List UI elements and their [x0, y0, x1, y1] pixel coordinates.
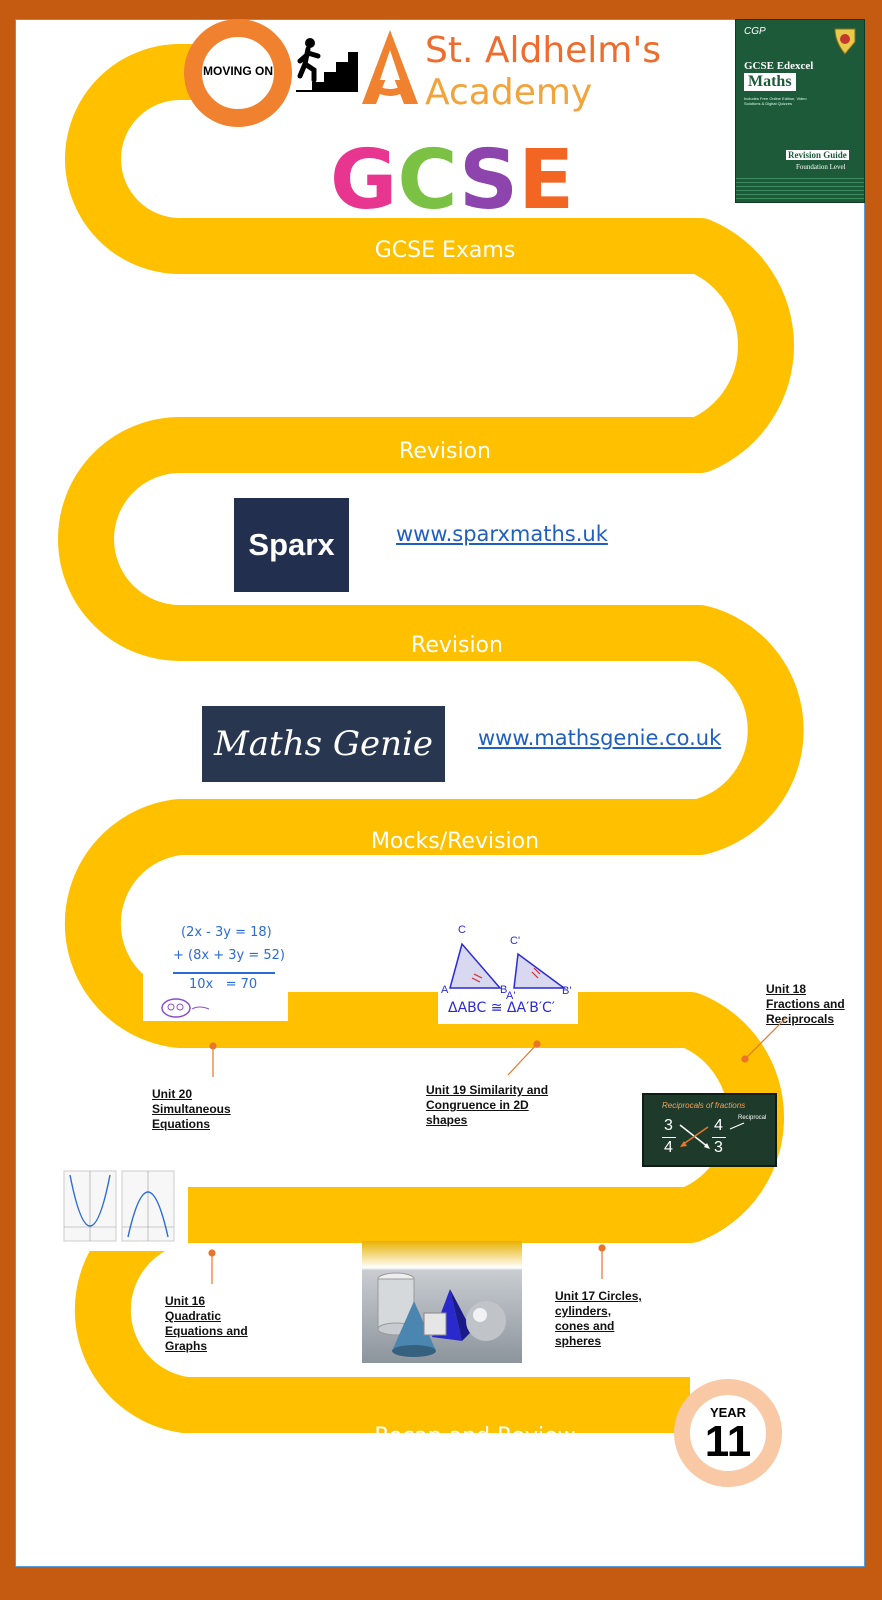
book-guide-label: Revision Guide	[786, 150, 849, 160]
triangle-label-a: A	[441, 984, 449, 996]
reciprocal-title: Reciprocals of fractions	[662, 1101, 746, 1110]
triangle-label-b-prime: B'	[562, 985, 572, 997]
year-11-badge: YEAR 11	[672, 1377, 784, 1489]
sparx-logo: Sparx	[234, 498, 349, 592]
unit-18-line1: Unit 18	[766, 982, 807, 996]
road-label-revision-1: Revision	[399, 439, 491, 464]
3d-shapes-image	[362, 1241, 522, 1363]
gcse-letter-g: G	[330, 133, 398, 228]
reciprocal-arrows-icon	[679, 1122, 745, 1149]
reciprocal-left-bar	[662, 1137, 676, 1138]
unit-19-line3: shapes	[426, 1113, 468, 1127]
reciprocal-right-den: 3	[714, 1139, 723, 1156]
unit-16-label: Unit 16 Quadratic Equations and Graphs	[165, 1294, 248, 1354]
reciprocal-right-num: 4	[714, 1117, 723, 1134]
stairs-climber-icon	[296, 38, 358, 92]
equation-divider	[173, 972, 275, 974]
book-crest-icon	[834, 28, 856, 55]
unit-17-line1: Unit 17 Circles,	[555, 1289, 642, 1303]
reciprocals-chalkboard-image: Reciprocals of fractions Reciprocal 3 4 …	[642, 1093, 777, 1167]
school-name-line1: St. Aldhelm's	[425, 30, 662, 71]
maths-genie-logo-text: Maths Genie	[213, 724, 434, 764]
solid-shapes-icon	[377, 1272, 506, 1357]
year-label: YEAR	[709, 1405, 747, 1420]
unit-18-line3: Reciprocals	[766, 1012, 835, 1026]
doodle-icon	[161, 998, 210, 1018]
book-stripes	[736, 178, 864, 202]
year-badge-ring	[674, 1379, 782, 1487]
maths-genie-logo: Maths Genie	[202, 706, 445, 782]
unit-17-label: Unit 17 Circles, cylinders, cones and sp…	[555, 1289, 642, 1349]
equation-result: 10x = 70	[189, 977, 258, 992]
maths-genie-link[interactable]: www.mathsgenie.co.uk	[478, 726, 722, 750]
reciprocal-tag: Reciprocal	[738, 1115, 767, 1121]
gcse-letter-c: C	[397, 133, 460, 228]
sparx-link[interactable]: www.sparxmaths.uk	[396, 522, 608, 546]
gcse-letter-s: S	[459, 133, 519, 228]
year-number: 11	[704, 1417, 752, 1466]
book-level: Foundation Level	[796, 163, 846, 171]
moving-on-ring	[184, 19, 292, 127]
road-label-mocks: Mocks/Revision	[370, 829, 540, 854]
equation-line1: (2x - 3y = 18)	[181, 925, 272, 940]
academy-logo-icon	[362, 30, 418, 104]
unit-20-line2: Simultaneous	[152, 1102, 231, 1116]
road-label-revision-2: Revision	[411, 633, 503, 658]
congruence-text: ΔABC ≅ ΔA′B′C′	[448, 1000, 555, 1016]
unit-20-label: Unit 20 Simultaneous Equations	[152, 1087, 231, 1132]
unit-17-line2: cylinders,	[555, 1304, 612, 1318]
unit-18-line2: Fractions and	[766, 997, 845, 1011]
reciprocal-left-num: 3	[664, 1117, 673, 1134]
school-name-line2: Academy	[425, 72, 593, 113]
equation-line2: + (8x + 3y = 52)	[173, 948, 285, 963]
moving-on-badge: MOVING ON	[183, 18, 293, 128]
book-title-line1: GCSE Edexcel	[744, 60, 814, 72]
triangle-label-c-prime: C'	[510, 935, 521, 947]
unit-20-line1: Unit 20	[152, 1087, 193, 1101]
unit-18-label: Unit 18 Fractions and Reciprocals	[766, 982, 845, 1027]
unit-16-line4: Graphs	[165, 1339, 208, 1353]
unit-19-line2: Congruence in 2D	[426, 1098, 529, 1112]
gcse-wordmark: GCSE	[330, 140, 574, 222]
triangle-label-b: B	[500, 984, 508, 996]
congruence-image: C A B C' A' B' ΔABC ≅ ΔA′B′C′	[438, 924, 578, 1024]
parabola-graphs	[63, 1170, 175, 1242]
simultaneous-equations-image: (2x - 3y = 18) + (8x + 3y = 52) 10x = 70	[143, 917, 288, 1021]
road-label-exams: GCSE Exams	[374, 238, 516, 263]
triangle-label-a-prime: A'	[506, 990, 516, 1002]
book-small-text: Includes Free Online Edition, Video Solu…	[744, 96, 807, 106]
road-label-recap: Recap and Review	[374, 1424, 576, 1449]
book-title-line2: Maths	[744, 73, 796, 91]
moving-on-text: MOVING ON	[202, 64, 273, 78]
reciprocal-left-den: 4	[664, 1139, 673, 1156]
book-publisher: CGP	[744, 26, 766, 37]
unit-19-label: Unit 19 Similarity and Congruence in 2D …	[426, 1083, 548, 1128]
gcse-letter-e: E	[518, 133, 575, 228]
unit-17-line3: cones and	[555, 1319, 615, 1333]
sparx-logo-text: Sparx	[248, 527, 335, 562]
unit-20-line3: Equations	[152, 1117, 211, 1131]
triangles-diagram	[449, 942, 567, 989]
unit-17-line4: spheres	[555, 1334, 602, 1348]
unit-16-line2: Quadratic	[165, 1309, 222, 1323]
triangle-label-c: C	[458, 924, 466, 936]
reciprocal-right-bar	[712, 1137, 726, 1138]
revision-guide-book: CGP GCSE Edexcel Maths Includes Free Onl…	[735, 19, 865, 203]
unit-19-line1: Unit 19 Similarity and	[426, 1083, 549, 1097]
unit-16-line1: Unit 16	[165, 1294, 206, 1308]
quadratic-graphs-image	[58, 1167, 188, 1251]
unit-16-line3: Equations and	[165, 1324, 248, 1338]
